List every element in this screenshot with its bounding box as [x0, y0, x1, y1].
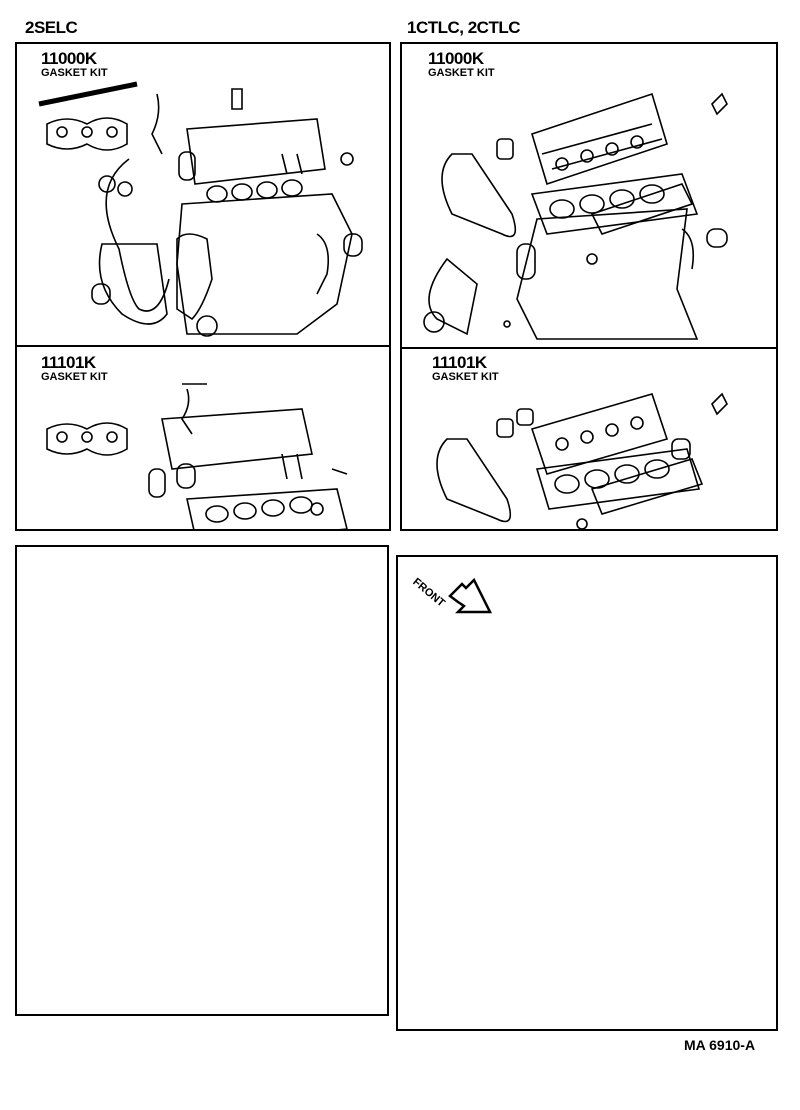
kit-part-number: 11000K: [41, 49, 97, 68]
panel-divider: [402, 347, 776, 349]
kit-part-number: 11101K: [41, 353, 96, 372]
kit-label-2selc-11000k: 11000K GASKET KIT: [41, 50, 108, 79]
engine-label-1ctlc-2ctlc: 1CTLC, 2CTLC: [407, 18, 521, 37]
gasket-kit-illustration-partial: [436, 392, 728, 529]
kit-name: GASKET KIT: [41, 371, 108, 383]
front-arrow-icon: [448, 577, 493, 614]
kit-name: GASKET KIT: [41, 67, 108, 79]
kit-part-number: 11101K: [432, 353, 487, 372]
panel-divider: [17, 345, 389, 347]
kit-part-number: 11000K: [428, 49, 484, 68]
empty-panel-left: [15, 545, 389, 1016]
kit-name: GASKET KIT: [428, 67, 495, 79]
gasket-kit-illustration-full: [423, 92, 728, 340]
kit-label-2selc-11101k: 11101K GASKET KIT: [41, 354, 108, 383]
gasket-kit-illustration-full: [38, 81, 363, 337]
kit-label-1ctlc-11000k: 11000K GASKET KIT: [428, 50, 495, 79]
empty-panel-right: [396, 555, 778, 1031]
panel-1ctlc-2ctlc-kits: 11000K GASKET KIT 11101K GASKET KIT: [400, 42, 778, 531]
kit-name: GASKET KIT: [432, 371, 499, 383]
engine-label-2selc: 2SELC: [25, 18, 78, 37]
panel-2selc-kits: 11000K GASKET KIT 11101K GASKET KIT: [15, 42, 391, 531]
illustration-code: MA 6910-A: [684, 1037, 756, 1053]
kit-label-1ctlc-11101k: 11101K GASKET KIT: [432, 354, 499, 383]
gasket-kit-illustration-partial: [46, 383, 348, 529]
